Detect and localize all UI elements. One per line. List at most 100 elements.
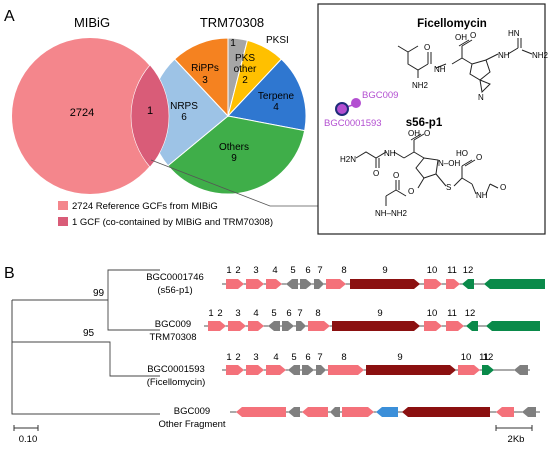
- gene-number-label: 2: [235, 265, 240, 276]
- gene-arrow: [208, 321, 226, 331]
- gene-arrow: [332, 321, 420, 331]
- chem-s56-ho: HO: [456, 149, 468, 158]
- gene-arrow: [458, 365, 480, 375]
- gene-number-label: 3: [253, 265, 258, 276]
- pie-slice-ripps: [173, 37, 229, 118]
- panel-b-label: B: [4, 265, 15, 282]
- venn-mibig-circle: [12, 38, 168, 194]
- gene-arrow: [226, 365, 244, 375]
- chem-s56-o2: O: [424, 129, 430, 138]
- mibig-count: 2724: [70, 107, 94, 119]
- gene-number-label: 11: [479, 352, 489, 363]
- gene-number-label: 4: [272, 265, 277, 276]
- gene-arrow: [302, 407, 328, 417]
- pie-slice-others: [167, 115, 306, 195]
- chem-s56-h2n: H2N: [340, 155, 356, 164]
- bootstrap-95: 95: [83, 328, 95, 339]
- gene-number-label: 6: [305, 352, 310, 363]
- gene-number-label: 1: [208, 308, 213, 319]
- chem-fic-hn: HN: [508, 29, 520, 38]
- cluster-3-name: BGC0001593: [147, 364, 205, 375]
- gene-number-label: 4: [273, 352, 278, 363]
- cluster-2-sub: TRM70308: [150, 332, 197, 343]
- gene-number-label: 12: [483, 352, 494, 363]
- gene-arrow: [484, 279, 545, 289]
- gene-arrow: [366, 365, 456, 375]
- chem-fic-nh2-2: NH2: [532, 51, 549, 60]
- cluster-4-name: BGC009: [174, 406, 210, 417]
- gene-number-label: 5: [271, 308, 276, 319]
- gene-arrow: [266, 365, 286, 375]
- gene-arrow: [246, 279, 264, 289]
- gene-arrow: [446, 279, 460, 289]
- gene-number-label: 10: [427, 265, 438, 276]
- gene-number-label: 7: [317, 352, 322, 363]
- legend-swatch-overlap: [58, 217, 68, 226]
- gene-arrow: [300, 279, 312, 289]
- gene-arrow: [326, 279, 346, 289]
- gene-scale-label: 2Kb: [508, 434, 525, 445]
- venn-overlap-region: [130, 64, 170, 168]
- gene-number-label: 4: [253, 308, 258, 319]
- gene-arrow: [228, 321, 246, 331]
- chem-s56-o5: O: [476, 153, 482, 162]
- gene-number-label: 6: [286, 308, 291, 319]
- gene-number-label: 5: [291, 352, 296, 363]
- gene-number-label: 9: [377, 308, 382, 319]
- s56p1-structure: [355, 133, 499, 206]
- gene-arrow: [308, 321, 330, 331]
- gene-arrow: [226, 279, 244, 289]
- gene-arrow: [266, 279, 282, 289]
- chem-s56-o4: O: [393, 171, 399, 180]
- gene-number-label: 6: [305, 265, 310, 276]
- pie-count-nrps: 6: [181, 112, 187, 123]
- gene-number-label: 3: [253, 352, 258, 363]
- pie-label-nrps: NRPS: [170, 101, 198, 112]
- legend-text-overlap: 1 GCF (co-contained by MIBiG and TRM7030…: [72, 217, 273, 228]
- gene-number-label: 9: [382, 265, 387, 276]
- chem-fic-o: O: [424, 43, 430, 52]
- gene-arrow: [316, 365, 326, 375]
- gene-arrow: [342, 407, 374, 417]
- gene-arrow: [424, 321, 442, 331]
- gene-arrow: [446, 321, 464, 331]
- gene-arrow: [282, 321, 294, 331]
- trm70308-pie-chart: [149, 37, 307, 195]
- gene-number-label: 7: [297, 308, 302, 319]
- gene-arrow: [286, 279, 298, 289]
- pie-label-pks-other-1: PKS: [235, 53, 255, 64]
- s56p1-title: s56-p1: [406, 117, 443, 129]
- gene-arrow: [514, 365, 528, 375]
- gene-arrow: [522, 407, 536, 417]
- legend-text-mibig: 2724 Reference GCFs from MIBiG: [72, 201, 218, 212]
- gene-number-label: 11: [447, 308, 457, 319]
- network-label-bgc009: BGC009: [362, 90, 398, 101]
- cluster-1-sub: (s56-p1): [157, 285, 192, 296]
- gene-number-label: 8: [341, 352, 346, 363]
- gene-number-label: 1: [226, 352, 231, 363]
- chem-fic-n: N: [478, 93, 484, 102]
- chem-s56-s: S: [446, 183, 451, 192]
- panel-a-label: A: [4, 8, 15, 25]
- cluster-4-sub: Other Fragment: [158, 419, 225, 430]
- gene-arrow: [248, 321, 264, 331]
- chem-s56-oh: OH: [408, 129, 420, 138]
- gene-arrow: [482, 365, 494, 375]
- chem-fic-nh2: NH2: [412, 81, 429, 90]
- network-node-bgc0001593: [335, 102, 349, 116]
- gene-arrow: [462, 279, 474, 289]
- pie-count-others: 9: [231, 153, 237, 164]
- pie-slice-terpene: [227, 58, 307, 132]
- chem-s56-nh2: NH: [476, 191, 488, 200]
- cluster-2-name: BGC009: [155, 319, 191, 330]
- pie-label-pks-other-2: other: [234, 64, 257, 75]
- chem-fic-oh: OH: [455, 33, 467, 42]
- gene-arrow: [402, 407, 490, 417]
- gene-number-label: 9: [397, 352, 402, 363]
- gene-number-label: 5: [290, 265, 295, 276]
- chem-fic-nh-2: NH: [498, 51, 510, 60]
- chem-s56-noh: N–OH: [438, 159, 460, 168]
- gene-number-label: 10: [427, 308, 438, 319]
- bootstrap-99: 99: [93, 288, 105, 299]
